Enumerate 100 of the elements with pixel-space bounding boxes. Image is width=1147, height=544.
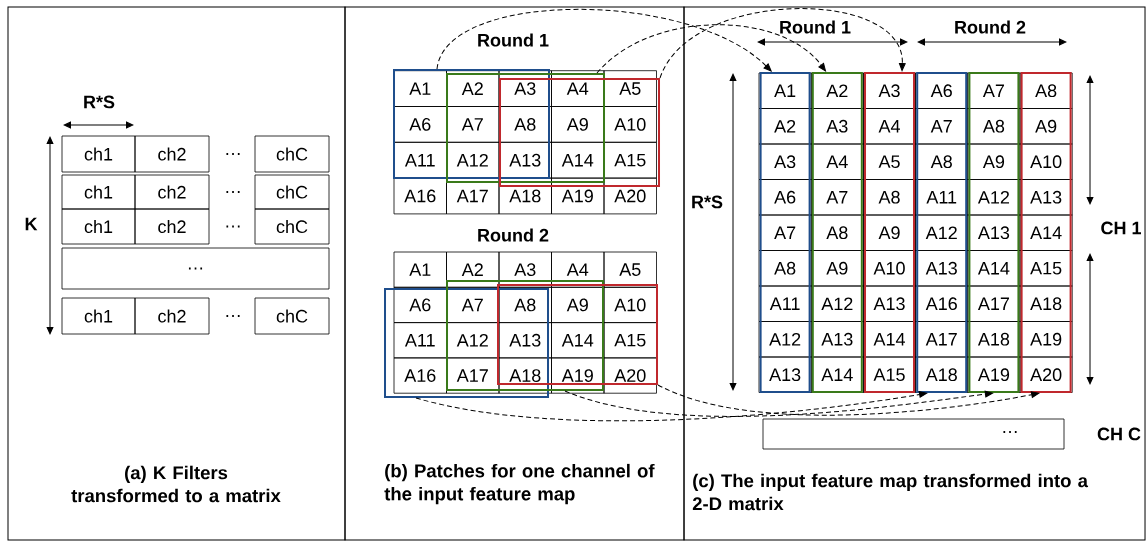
- grid-cell: A14: [967, 250, 1021, 287]
- grid-cell: A7: [810, 179, 864, 216]
- grid-cell: A13: [1019, 179, 1073, 216]
- grid-cell: A13: [498, 141, 552, 179]
- patch-frame: [499, 78, 660, 187]
- ellipsis: …: [226, 315, 240, 317]
- grid-cell: A4: [863, 108, 916, 145]
- grid-cell: A2: [810, 72, 864, 109]
- dimension-label: K: [25, 217, 38, 231]
- grid-cell: A4: [810, 143, 864, 180]
- channel-box: ch2: [134, 208, 210, 245]
- grid-cell: A2: [446, 70, 500, 107]
- channel-label: CH C: [1097, 427, 1141, 441]
- panel: [344, 6, 685, 541]
- column-frame: [864, 72, 915, 393]
- grid-cell: A14: [810, 356, 864, 393]
- grid-cell: A3: [498, 251, 552, 288]
- grid-cell: A12: [915, 214, 969, 251]
- grid-cell: A18: [967, 321, 1021, 358]
- grid-cell: A10: [603, 106, 657, 143]
- round-label: Round 1: [478, 33, 549, 47]
- column-frame: [1020, 72, 1072, 393]
- grid-cell: A9: [967, 143, 1021, 180]
- grid-cell: A7: [967, 72, 1021, 109]
- grid-cell: A11: [915, 179, 969, 216]
- dimension-label: R*S: [84, 95, 115, 109]
- grid-cell: A20: [603, 357, 657, 394]
- grid-cell: A5: [603, 70, 657, 107]
- grid-cell: A8: [498, 286, 552, 323]
- grid-cell: A9: [810, 250, 864, 287]
- grid-cell: A5: [603, 251, 657, 288]
- grid-cell: A3: [758, 143, 812, 180]
- column-frame: [916, 72, 968, 393]
- dashed-arrow: [415, 391, 928, 422]
- grid-cell: A3: [863, 72, 916, 109]
- grid-cell: A8: [915, 143, 969, 180]
- grid-cell: A14: [1019, 214, 1073, 251]
- grid-cell: A10: [603, 286, 657, 323]
- round-label: Round 2: [478, 228, 549, 242]
- dashed-arrow: [564, 390, 994, 417]
- grid-cell: A18: [1019, 285, 1073, 322]
- grid-cell: A16: [915, 285, 969, 322]
- channel-box: ch2: [134, 174, 210, 210]
- grid-cell: A19: [967, 356, 1021, 393]
- column-frame: [759, 72, 811, 393]
- grid-cell: A13: [498, 322, 552, 359]
- patch-frame: [393, 69, 550, 179]
- grid-cell: A15: [603, 322, 657, 359]
- grid-cell: A4: [551, 251, 605, 288]
- dashed-arrow: [657, 384, 1040, 416]
- grid-cell: A13: [863, 285, 916, 322]
- grid-cell: A15: [1019, 250, 1073, 287]
- grid-cell: A6: [393, 106, 447, 143]
- dashed-arrow: [596, 24, 826, 74]
- grid-cell: A12: [446, 141, 500, 179]
- grid-cell: A13: [810, 321, 864, 358]
- grid-cell: A9: [551, 286, 605, 323]
- channel-box: ch2: [134, 297, 210, 335]
- dashed-arrow: [436, 8, 772, 72]
- grid-cell: A8: [1019, 72, 1073, 109]
- grid-cell: A1: [758, 72, 812, 109]
- ellipsis: …: [226, 225, 240, 228]
- grid-cell: A4: [551, 70, 605, 107]
- channel-box: chC: [254, 174, 330, 210]
- grid-cell: A8: [863, 179, 916, 216]
- grid-cell: A14: [551, 141, 605, 179]
- caption: (b) Patches for one channel of the input feature map: [384, 463, 655, 505]
- grid-cell: A1: [393, 251, 447, 288]
- grid-cell: A17: [446, 357, 500, 394]
- grid-cell: A12: [810, 285, 864, 322]
- grid-cell: A14: [551, 322, 605, 359]
- grid-cell: A5: [863, 143, 916, 180]
- dashed-arrow: [659, 8, 906, 79]
- grid-cell: A14: [863, 321, 916, 358]
- grid-cell: A7: [446, 106, 500, 143]
- grid-cell: A1: [393, 70, 447, 107]
- grid-cell: A17: [967, 285, 1021, 322]
- grid-cell: A13: [967, 214, 1021, 251]
- caption: (a) K Filters transformed to a matrix: [71, 465, 281, 503]
- grid-cell: A2: [446, 251, 500, 288]
- grid-cell: A15: [603, 141, 657, 179]
- caption: (c) The input feature map transformed into a 2-D matrix: [692, 473, 1089, 511]
- grid-cell: A6: [915, 72, 969, 109]
- channel-box: ch2: [134, 135, 210, 173]
- round-label: Round 1: [780, 20, 851, 34]
- channel-box: chC: [254, 297, 330, 335]
- grid-cell: A8: [810, 214, 864, 251]
- grid-cell: A18: [498, 177, 552, 215]
- channel-box: ch1: [61, 135, 136, 173]
- patch-frame: [446, 280, 604, 391]
- panel: [683, 6, 1146, 541]
- ellipsis: …: [226, 191, 240, 193]
- patch-frame: [384, 288, 549, 398]
- grid-cell: A9: [863, 214, 916, 251]
- matrix-row-box: …: [762, 418, 1065, 450]
- channel-label: CH 1: [1101, 221, 1141, 235]
- grid-cell: A8: [758, 250, 812, 287]
- channel-box: chC: [254, 135, 330, 173]
- grid-cell: A16: [393, 357, 447, 394]
- grid-cell: A10: [863, 250, 916, 287]
